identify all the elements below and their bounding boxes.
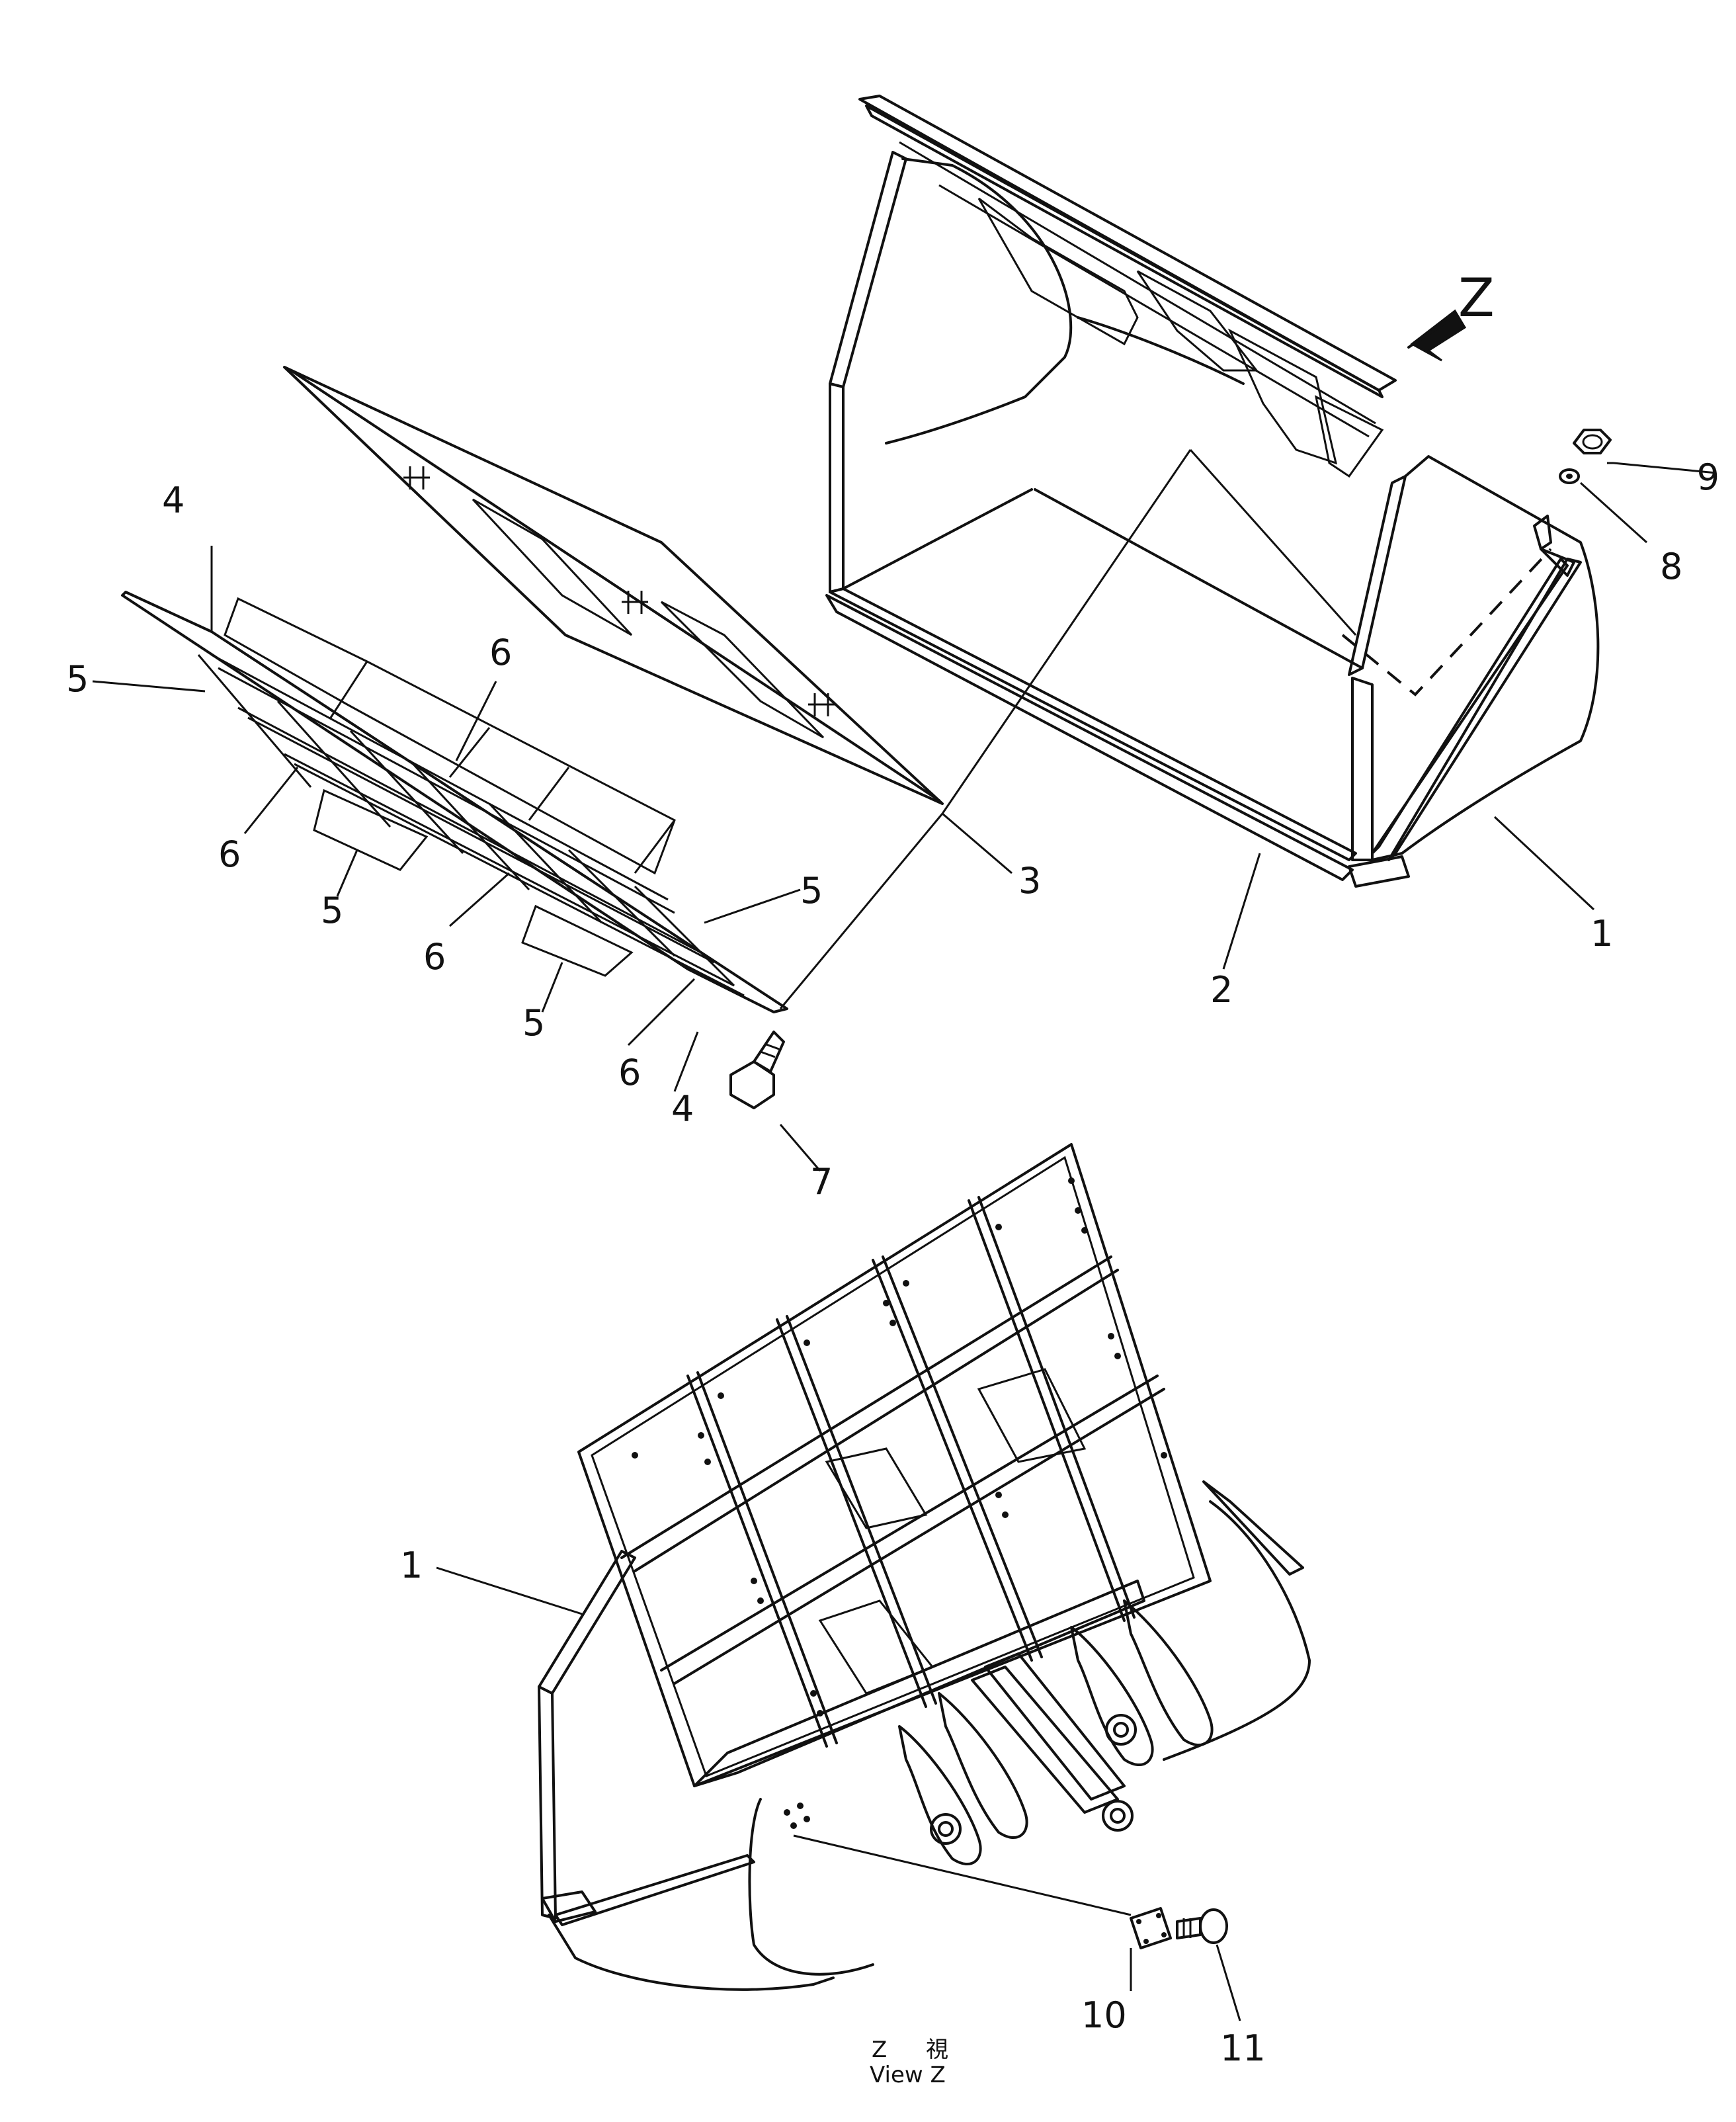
part-labels: 1 1 2 3 4 4 5 5 5 5 6 6 6 6 7 8 9 10 11: [66, 456, 1719, 2069]
liner-plate-3: [283, 366, 944, 805]
part-label-6: 6: [423, 936, 446, 978]
view-caption: Z 視 View Z: [870, 2037, 948, 2088]
part-label-3: 3: [1018, 860, 1041, 902]
liner-assembly: [121, 591, 788, 1013]
part-label-5: 5: [66, 658, 89, 700]
bolt-7: [729, 1031, 785, 1109]
plate-10: [1130, 1907, 1172, 1949]
leader-lines: [92, 449, 1717, 2021]
nut-9: [1573, 429, 1612, 454]
part-label-10: 10: [1081, 1994, 1127, 2036]
caption-view-z: View Z: [870, 2062, 946, 2088]
view-z-arrow: Z: [1407, 267, 1495, 362]
part-label-9: 9: [1697, 456, 1719, 498]
bucket-rear-view: [538, 1143, 1311, 1991]
part-label-1: 1: [1591, 913, 1613, 955]
bolt-11: [1176, 1908, 1228, 1944]
caption-kanji: 視: [926, 2037, 948, 2063]
part-label-6: 6: [618, 1052, 641, 1093]
part-label-5: 5: [321, 890, 343, 931]
part-label-5: 5: [522, 1002, 545, 1044]
view-z-letter: Z: [1458, 267, 1495, 329]
part-label-6: 6: [218, 833, 241, 875]
part-label-7: 7: [810, 1161, 833, 1203]
part-label-5: 5: [800, 870, 823, 912]
caption-letter: Z: [872, 2037, 887, 2063]
washer-8: [1559, 468, 1580, 484]
part-label-4: 4: [671, 1088, 694, 1130]
bucket-front-view: [825, 95, 1600, 888]
part-label-1: 1: [400, 1545, 423, 1586]
part-label-2: 2: [1210, 969, 1233, 1011]
part-label-8: 8: [1660, 546, 1682, 587]
part-label-11: 11: [1220, 2027, 1266, 2069]
part-label-6: 6: [489, 632, 512, 673]
part-label-4: 4: [162, 480, 185, 521]
